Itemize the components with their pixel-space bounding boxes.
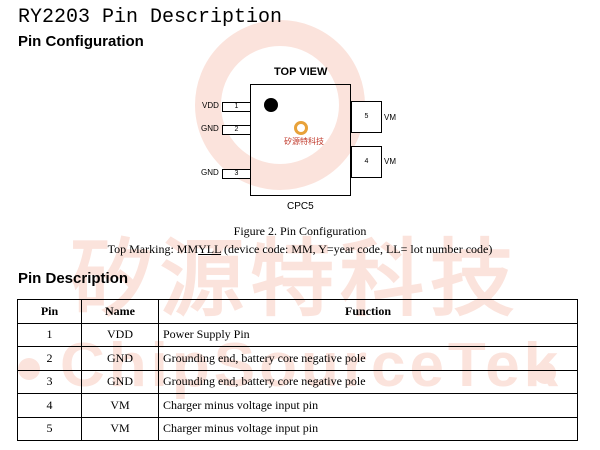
pin5-number: 5 bbox=[351, 101, 382, 133]
top-marking-line: Top Marking: MMYLL (device code: MM, Y=y… bbox=[0, 242, 600, 257]
package-name: CPC5 bbox=[287, 201, 314, 212]
header-function: Function bbox=[158, 299, 578, 324]
figure-caption: Figure 2. Pin Configuration bbox=[233, 224, 367, 238]
header-name: Name bbox=[81, 299, 159, 324]
table-row: 3 GND Grounding end, battery core negati… bbox=[17, 369, 578, 394]
package-logo-text: 矽源特科技 bbox=[284, 137, 324, 146]
header-pin: Pin bbox=[17, 299, 82, 324]
company-logo-icon bbox=[294, 121, 308, 135]
table-header-row: Pin Name Function bbox=[17, 299, 578, 324]
pin2-label: GND bbox=[201, 124, 219, 133]
pin1-label: VDD bbox=[202, 101, 219, 110]
table-row: 4 VM Charger minus voltage input pin bbox=[17, 393, 578, 418]
cell-function: Grounding end, battery core negative pol… bbox=[158, 369, 578, 394]
table-row: 1 VDD Power Supply Pin bbox=[17, 322, 578, 347]
cell-pin: 1 bbox=[17, 322, 82, 347]
pin4-label: VM bbox=[384, 157, 396, 166]
cell-pin: 4 bbox=[17, 393, 82, 418]
document-title: RY2203 Pin Description bbox=[18, 6, 283, 29]
pin1-number: 1 bbox=[222, 102, 251, 112]
cell-pin: 3 bbox=[17, 369, 82, 394]
cell-name: GND bbox=[81, 346, 159, 371]
table-row: 2 GND Grounding end, battery core negati… bbox=[17, 346, 578, 371]
table-row: 5 VM Charger minus voltage input pin bbox=[17, 416, 578, 441]
pin5-label: VM bbox=[384, 113, 396, 122]
pin4-number: 4 bbox=[351, 146, 382, 178]
pin3-label: GND bbox=[201, 168, 219, 177]
top-view-label: TOP VIEW bbox=[274, 66, 328, 78]
cell-name: VM bbox=[81, 416, 159, 441]
package-body bbox=[250, 84, 351, 196]
marking-underlined: YLL bbox=[198, 242, 222, 256]
cell-function: Grounding end, battery core negative pol… bbox=[158, 346, 578, 371]
cell-function: Charger minus voltage input pin bbox=[158, 393, 578, 418]
marking-suffix: (device code: MM, Y=year code, LL= lot n… bbox=[221, 242, 493, 256]
cell-name: VDD bbox=[81, 322, 159, 347]
cell-function: Charger minus voltage input pin bbox=[158, 416, 578, 441]
pin1-marker-dot bbox=[264, 98, 278, 112]
pin3-number: 3 bbox=[222, 169, 251, 179]
marking-prefix: Top Marking: MM bbox=[107, 242, 199, 256]
cell-function: Power Supply Pin bbox=[158, 322, 578, 347]
cell-name: GND bbox=[81, 369, 159, 394]
pin2-number: 2 bbox=[222, 125, 251, 135]
pin-description-table: Pin Name Function 1 VDD Power Supply Pin… bbox=[17, 299, 578, 441]
cell-pin: 5 bbox=[17, 416, 82, 441]
cell-name: VM bbox=[81, 393, 159, 418]
pin-description-heading: Pin Description bbox=[18, 270, 129, 287]
cell-pin: 2 bbox=[17, 346, 82, 371]
pin-configuration-heading: Pin Configuration bbox=[18, 33, 144, 50]
